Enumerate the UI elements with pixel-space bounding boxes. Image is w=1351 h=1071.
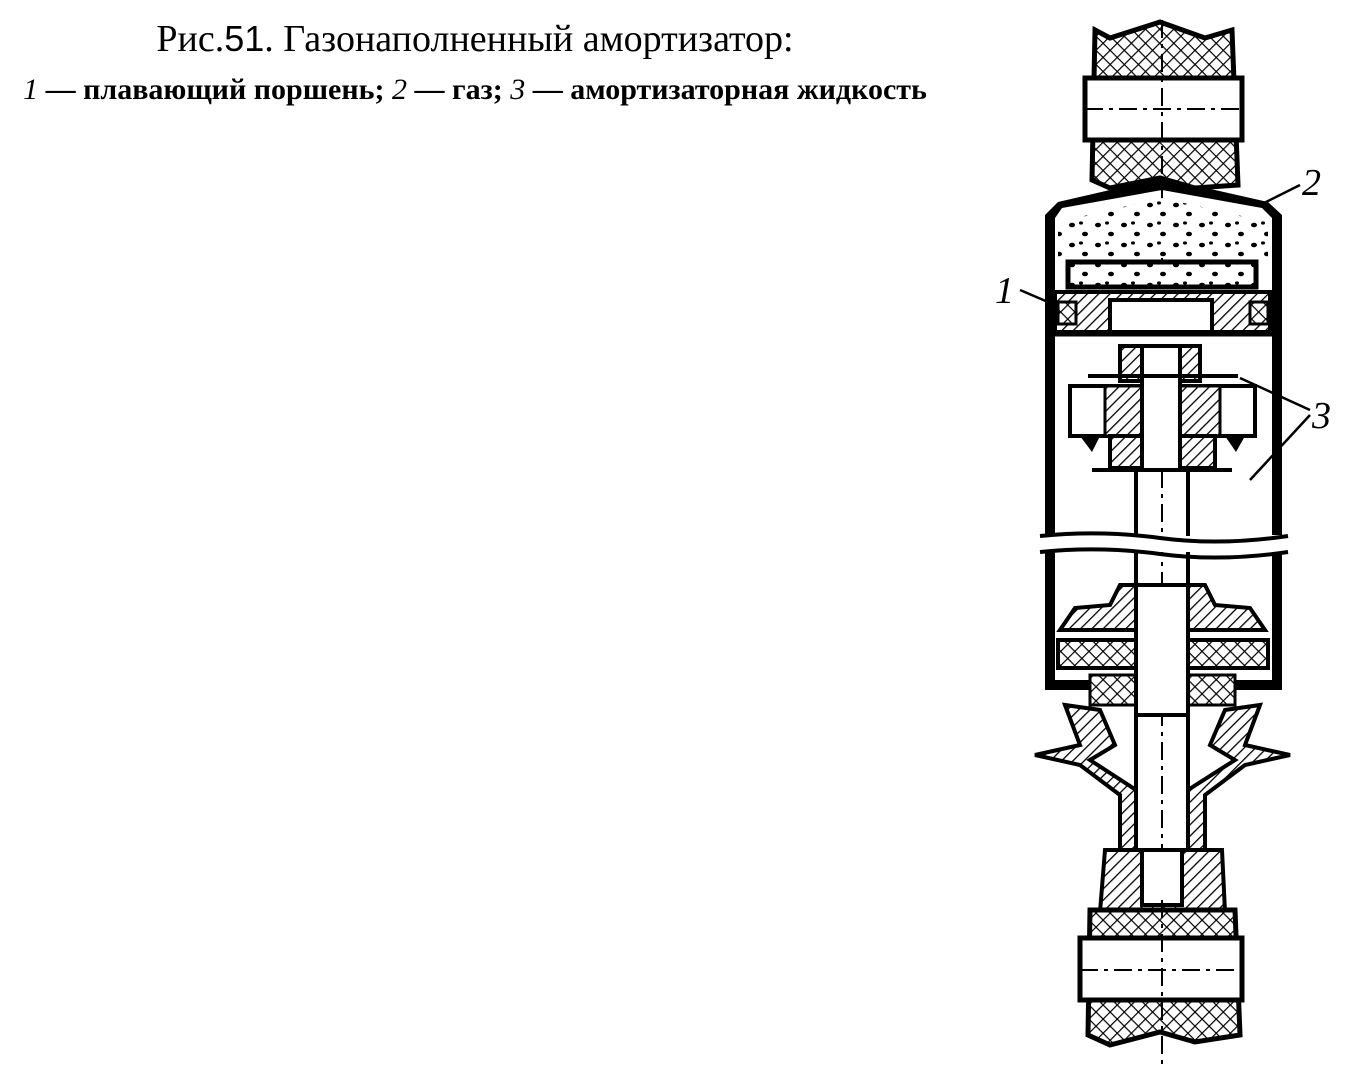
figure-title-text: . Газонаполненный амортизатор: (264, 18, 794, 60)
leader-line-2 (1259, 183, 1301, 207)
legend-text-1: — плавающий поршень; (38, 73, 393, 106)
figure-prefix: Рис. (156, 18, 225, 60)
legend-num-3: 3 (510, 73, 526, 106)
shock-absorber-drawing: 2 1 3 (995, 19, 1331, 1065)
legend-num-2: 2 (392, 73, 408, 106)
leader-line-1 (1019, 288, 1056, 307)
leader-line-3b (1249, 414, 1311, 481)
leader-line-3a (1239, 376, 1311, 412)
lower-cylinder (1045, 552, 1282, 717)
top-mount-eye (1082, 19, 1245, 270)
floating-piston (1053, 259, 1272, 337)
label-2: 2 (1302, 162, 1321, 204)
label-1: 1 (995, 270, 1014, 312)
figure-title: Рис.51. Газонаполненный амортизатор: (0, 14, 950, 64)
gas-chamber (1058, 198, 1268, 258)
bottom-mount-eye (1077, 848, 1245, 1065)
legend-num-1: 1 (23, 73, 39, 106)
main-piston (1068, 344, 1257, 473)
label-3: 3 (1311, 395, 1331, 437)
figure-legend: 1 — плавающий поршень; 2 — газ; 3 — амор… (0, 70, 950, 110)
figure-caption: Рис.51. Газонаполненный амортизатор: 1 —… (0, 14, 950, 110)
figure-number: 51 (224, 18, 265, 59)
legend-text-2: — газ; (407, 73, 511, 106)
legend-text-3: — амортизаторная жидкость (525, 73, 927, 106)
